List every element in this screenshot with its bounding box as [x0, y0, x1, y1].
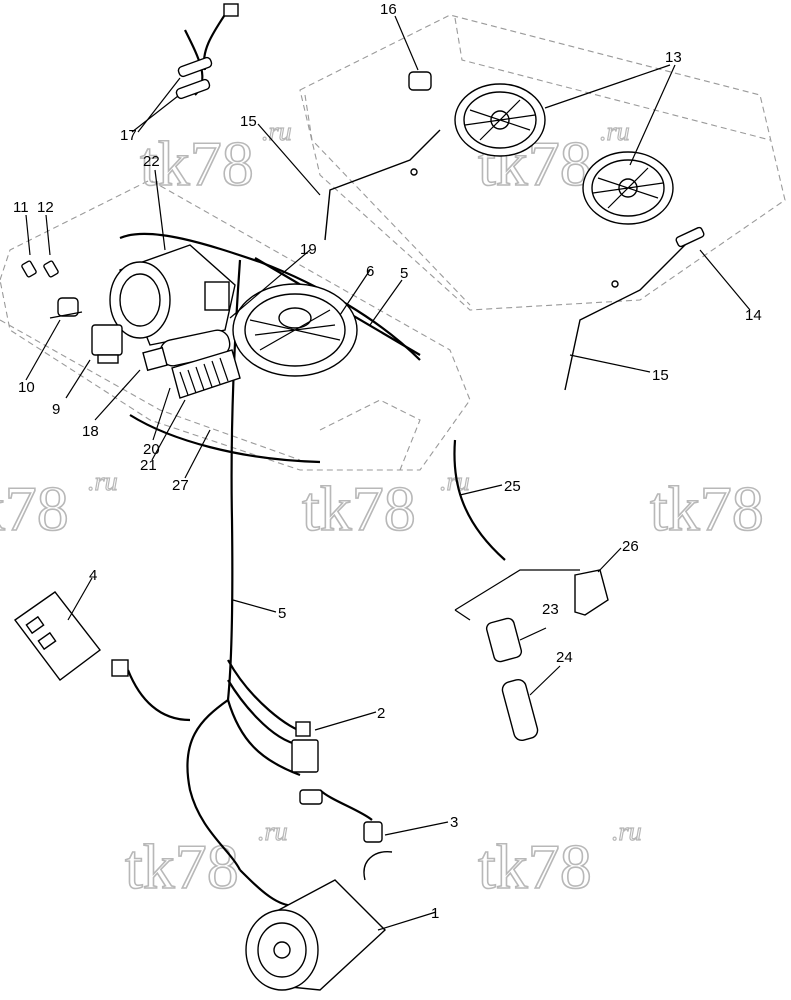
callout-3: 3 [450, 814, 458, 831]
callout-10: 10 [18, 379, 35, 396]
control-panel [14, 591, 129, 681]
callout-25: 25 [504, 478, 521, 495]
callout-27: 27 [172, 477, 189, 494]
thermostat-probe [324, 129, 441, 241]
watermark-text: tk78 [478, 831, 592, 902]
watermark-text: tk78 [0, 473, 69, 544]
callout-18: 18 [82, 423, 99, 440]
callout-21: 21 [140, 457, 157, 474]
callout-16: 16 [380, 1, 397, 18]
solenoid-valve [91, 324, 123, 364]
callout-4: 4 [89, 567, 97, 584]
watermark-text: tk78 [650, 473, 764, 544]
leader-lines [25, 15, 751, 931]
condenser-fan [232, 283, 358, 377]
callout-19: 19 [300, 241, 317, 258]
fuse-holder [175, 3, 239, 100]
evaporator-housing-outline [299, 14, 786, 311]
evaporator-fan [582, 151, 674, 225]
watermark-suffix: .ru [258, 817, 288, 846]
connector [21, 260, 37, 278]
watermark-suffix: .ru [600, 117, 630, 146]
fuse-relay [291, 721, 319, 773]
callout-2: 2 [377, 705, 385, 722]
callout-24: 24 [556, 649, 573, 666]
callout-11: 11 [13, 199, 29, 216]
connector [43, 260, 59, 278]
callout-20: 20 [143, 441, 160, 458]
callout-12: 12 [37, 199, 54, 216]
mounting-bracket [574, 569, 609, 616]
valve [49, 297, 83, 319]
watermark-text: tk78 [125, 831, 239, 902]
callout-15a: 15 [240, 113, 257, 130]
callout-17: 17 [120, 127, 137, 144]
callout-14: 14 [745, 307, 762, 324]
callout-9: 9 [52, 401, 60, 418]
evaporator-fan [454, 83, 546, 157]
mounting-plate [142, 346, 168, 372]
callout-22: 22 [143, 153, 160, 170]
pressure-switch [299, 789, 383, 843]
watermark-suffix: .ru [612, 817, 642, 846]
watermark-suffix: .ru [262, 117, 292, 146]
callout-15b: 15 [652, 367, 669, 384]
bracket-outline [454, 569, 580, 621]
heatsink [171, 349, 241, 399]
watermark-suffix: .ru [88, 467, 118, 496]
thermal-switch [408, 71, 432, 91]
callout-5a: 5 [278, 605, 286, 622]
callout-26: 26 [622, 538, 639, 555]
connector-plug [485, 617, 523, 663]
sensor [675, 226, 705, 248]
connector-socket [501, 679, 539, 741]
callout-numbers: 1 2 3 4 5 5 6 9 10 11 12 13 14 15 15 16 … [13, 1, 762, 922]
watermark: tk78 .ru tk78 .ru tk78 .ru tk78 .ru tk78… [0, 116, 765, 902]
compressor [245, 851, 393, 991]
watermark-text: tk78 [302, 473, 416, 544]
electric-motor [109, 244, 236, 346]
callout-1: 1 [431, 905, 439, 922]
callout-13: 13 [665, 49, 682, 66]
callout-6: 6 [366, 263, 374, 280]
callout-23: 23 [542, 601, 559, 618]
watermark-text: tk78 [140, 128, 254, 199]
callout-5b: 5 [400, 265, 408, 282]
